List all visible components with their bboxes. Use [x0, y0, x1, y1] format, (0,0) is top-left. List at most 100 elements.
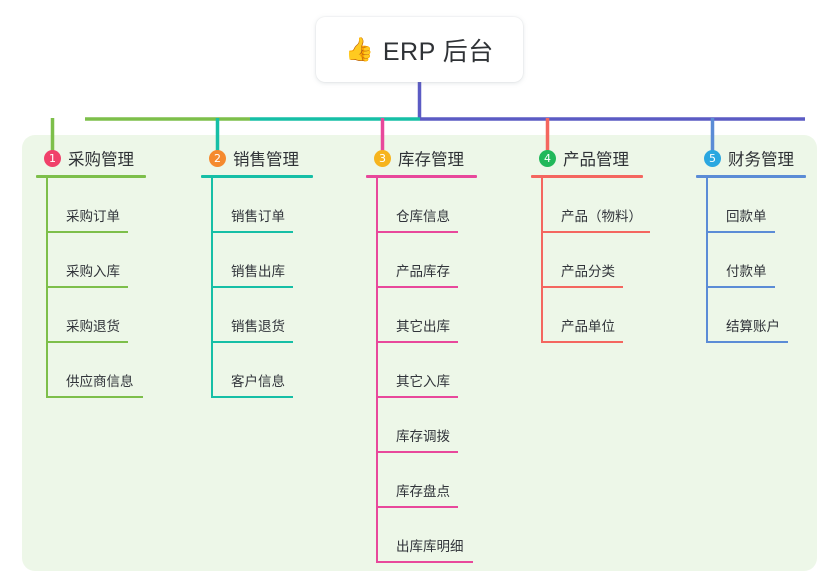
branch-header-underline [36, 175, 146, 178]
branch-item-label: 销售订单 [231, 209, 285, 224]
branch-item-label: 销售出库 [231, 264, 285, 279]
branch-item-list: 仓库信息产品库存其它出库其它入库库存调拨库存盘点出库库明细 [366, 178, 516, 563]
branch-header-5[interactable]: 5 财务管理 [696, 145, 839, 171]
branch-item-underline [376, 341, 458, 343]
branch-item-underline [376, 561, 473, 563]
branch-item[interactable]: 产品（物料） [541, 178, 691, 233]
branch-item-underline [706, 286, 775, 288]
branch-spine [46, 178, 48, 398]
branch-item-underline [376, 506, 458, 508]
branch-item-underline [211, 396, 293, 398]
branch-item-label: 采购退货 [66, 319, 120, 334]
branch-column-5: 5 财务管理回款单付款单结算账户 [696, 145, 839, 343]
root-title: ERP 后台 [382, 37, 494, 66]
branch-item-underline [376, 451, 458, 453]
branch-item-label: 产品库存 [396, 264, 450, 279]
branch-item[interactable]: 客户信息 [211, 343, 351, 398]
branch-item-underline [541, 341, 623, 343]
branch-title: 财务管理 [728, 151, 794, 169]
branch-item[interactable]: 产品单位 [541, 288, 691, 343]
thumbs-up-icon: 👍 [345, 36, 374, 62]
branch-title: 库存管理 [398, 151, 464, 169]
branch-item[interactable]: 库存盘点 [376, 453, 516, 508]
branch-header-3[interactable]: 3 库存管理 [366, 145, 516, 171]
branch-item-underline [706, 341, 788, 343]
branch-item[interactable]: 其它出库 [376, 288, 516, 343]
branch-item[interactable]: 采购退货 [46, 288, 186, 343]
branch-item-list: 产品（物料） 产品分类产品单位 [531, 178, 691, 343]
branch-item-underline [541, 286, 623, 288]
branch-title: 销售管理 [233, 151, 299, 169]
branch-column-2: 2 销售管理销售订单销售出库销售退货客户信息 [201, 145, 351, 398]
branch-item[interactable]: 产品分类 [541, 233, 691, 288]
branch-item[interactable]: 其它入库 [376, 343, 516, 398]
branch-item-label: 付款单 [726, 264, 767, 279]
branch-item[interactable]: 出库库明细 [376, 508, 516, 563]
branch-item-underline [46, 231, 128, 233]
branch-item-label: 产品（物料） [561, 209, 642, 224]
branch-number-badge: 4 [539, 149, 556, 167]
branch-item-label: 销售退货 [231, 319, 285, 334]
branch-item-label: 回款单 [726, 209, 767, 224]
branch-item[interactable]: 采购订单 [46, 178, 186, 233]
branch-item-list: 采购订单采购入库采购退货供应商信息 [36, 178, 186, 398]
branch-spine [211, 178, 213, 398]
branch-item[interactable]: 付款单 [706, 233, 839, 288]
branch-item[interactable]: 供应商信息 [46, 343, 186, 398]
branch-item-underline [211, 341, 293, 343]
branch-item-underline [376, 231, 458, 233]
branch-item-list: 销售订单销售出库销售退货客户信息 [201, 178, 351, 398]
branch-item-underline [376, 396, 458, 398]
branch-header-2[interactable]: 2 销售管理 [201, 145, 351, 171]
branch-item-label: 客户信息 [231, 374, 285, 389]
branch-item-underline [211, 286, 293, 288]
branch-item-label: 结算账户 [726, 319, 780, 334]
branch-item[interactable]: 结算账户 [706, 288, 839, 343]
branch-item-label: 产品分类 [561, 264, 615, 279]
branch-item-label: 其它出库 [396, 319, 450, 334]
branch-item-label: 供应商信息 [66, 374, 134, 389]
root-node-card[interactable]: 👍 ERP 后台 [316, 17, 523, 82]
branch-item-underline [46, 286, 128, 288]
branch-item-label: 采购订单 [66, 209, 120, 224]
branch-item-underline [46, 341, 128, 343]
branch-item-label: 库存调拨 [396, 429, 450, 444]
branch-item-underline [211, 231, 293, 233]
branch-item-label: 出库库明细 [396, 539, 464, 554]
branch-header-underline [531, 175, 643, 178]
branch-header-underline [201, 175, 313, 178]
branch-spine [541, 178, 543, 343]
branch-item[interactable]: 回款单 [706, 178, 839, 233]
branch-item-underline [46, 396, 143, 398]
branch-item-list: 回款单付款单结算账户 [696, 178, 839, 343]
branch-item-underline [541, 231, 650, 233]
branch-item[interactable]: 销售订单 [211, 178, 351, 233]
content-panel [22, 135, 817, 571]
branch-item[interactable]: 仓库信息 [376, 178, 516, 233]
branch-spine [376, 178, 378, 563]
branch-item[interactable]: 产品库存 [376, 233, 516, 288]
branch-item-label: 其它入库 [396, 374, 450, 389]
branch-item[interactable]: 采购入库 [46, 233, 186, 288]
branch-number-badge: 1 [44, 149, 61, 167]
branch-item-label: 仓库信息 [396, 209, 450, 224]
branch-number-badge: 5 [704, 149, 721, 167]
branch-number-badge: 2 [209, 149, 226, 167]
branch-item[interactable]: 销售出库 [211, 233, 351, 288]
branch-header-underline [366, 175, 477, 178]
branch-item[interactable]: 库存调拨 [376, 398, 516, 453]
branch-header-1[interactable]: 1 采购管理 [36, 145, 186, 171]
branch-item-label: 采购入库 [66, 264, 120, 279]
branch-item[interactable]: 销售退货 [211, 288, 351, 343]
branch-item-label: 产品单位 [561, 319, 615, 334]
branch-number-badge: 3 [374, 149, 391, 167]
branch-title: 采购管理 [68, 151, 134, 169]
branch-item-label: 库存盘点 [396, 484, 450, 499]
branch-header-underline [696, 175, 806, 178]
branch-item-underline [706, 231, 775, 233]
branch-item-underline [376, 286, 458, 288]
